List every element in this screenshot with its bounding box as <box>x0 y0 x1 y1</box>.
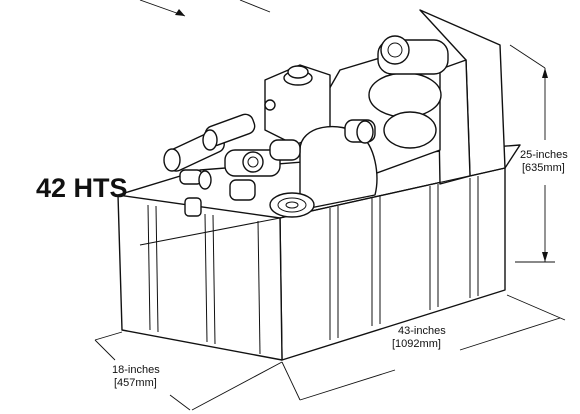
inlet-pipes <box>163 113 376 217</box>
inspection-cap <box>269 192 315 218</box>
model-label: 42 HTS <box>36 173 128 203</box>
length-metric-label: [1092mm] <box>392 338 441 350</box>
side-face-ribs <box>147 204 261 355</box>
height-imperial-label: 25-inches <box>520 149 568 161</box>
width-metric-label: [457mm] <box>114 377 157 389</box>
pump-motor <box>368 72 442 118</box>
tank-body <box>117 9 521 361</box>
height-metric-label: [635mm] <box>522 162 565 174</box>
dimension-lines <box>94 0 566 411</box>
vent-cap <box>287 65 309 79</box>
front-face-ribs <box>329 176 479 340</box>
length-imperial-label: 43-inches <box>398 325 446 337</box>
tank-side-face <box>117 194 283 361</box>
width-imperial-label: 18-inches <box>112 364 160 376</box>
pump-assembly <box>163 35 449 218</box>
